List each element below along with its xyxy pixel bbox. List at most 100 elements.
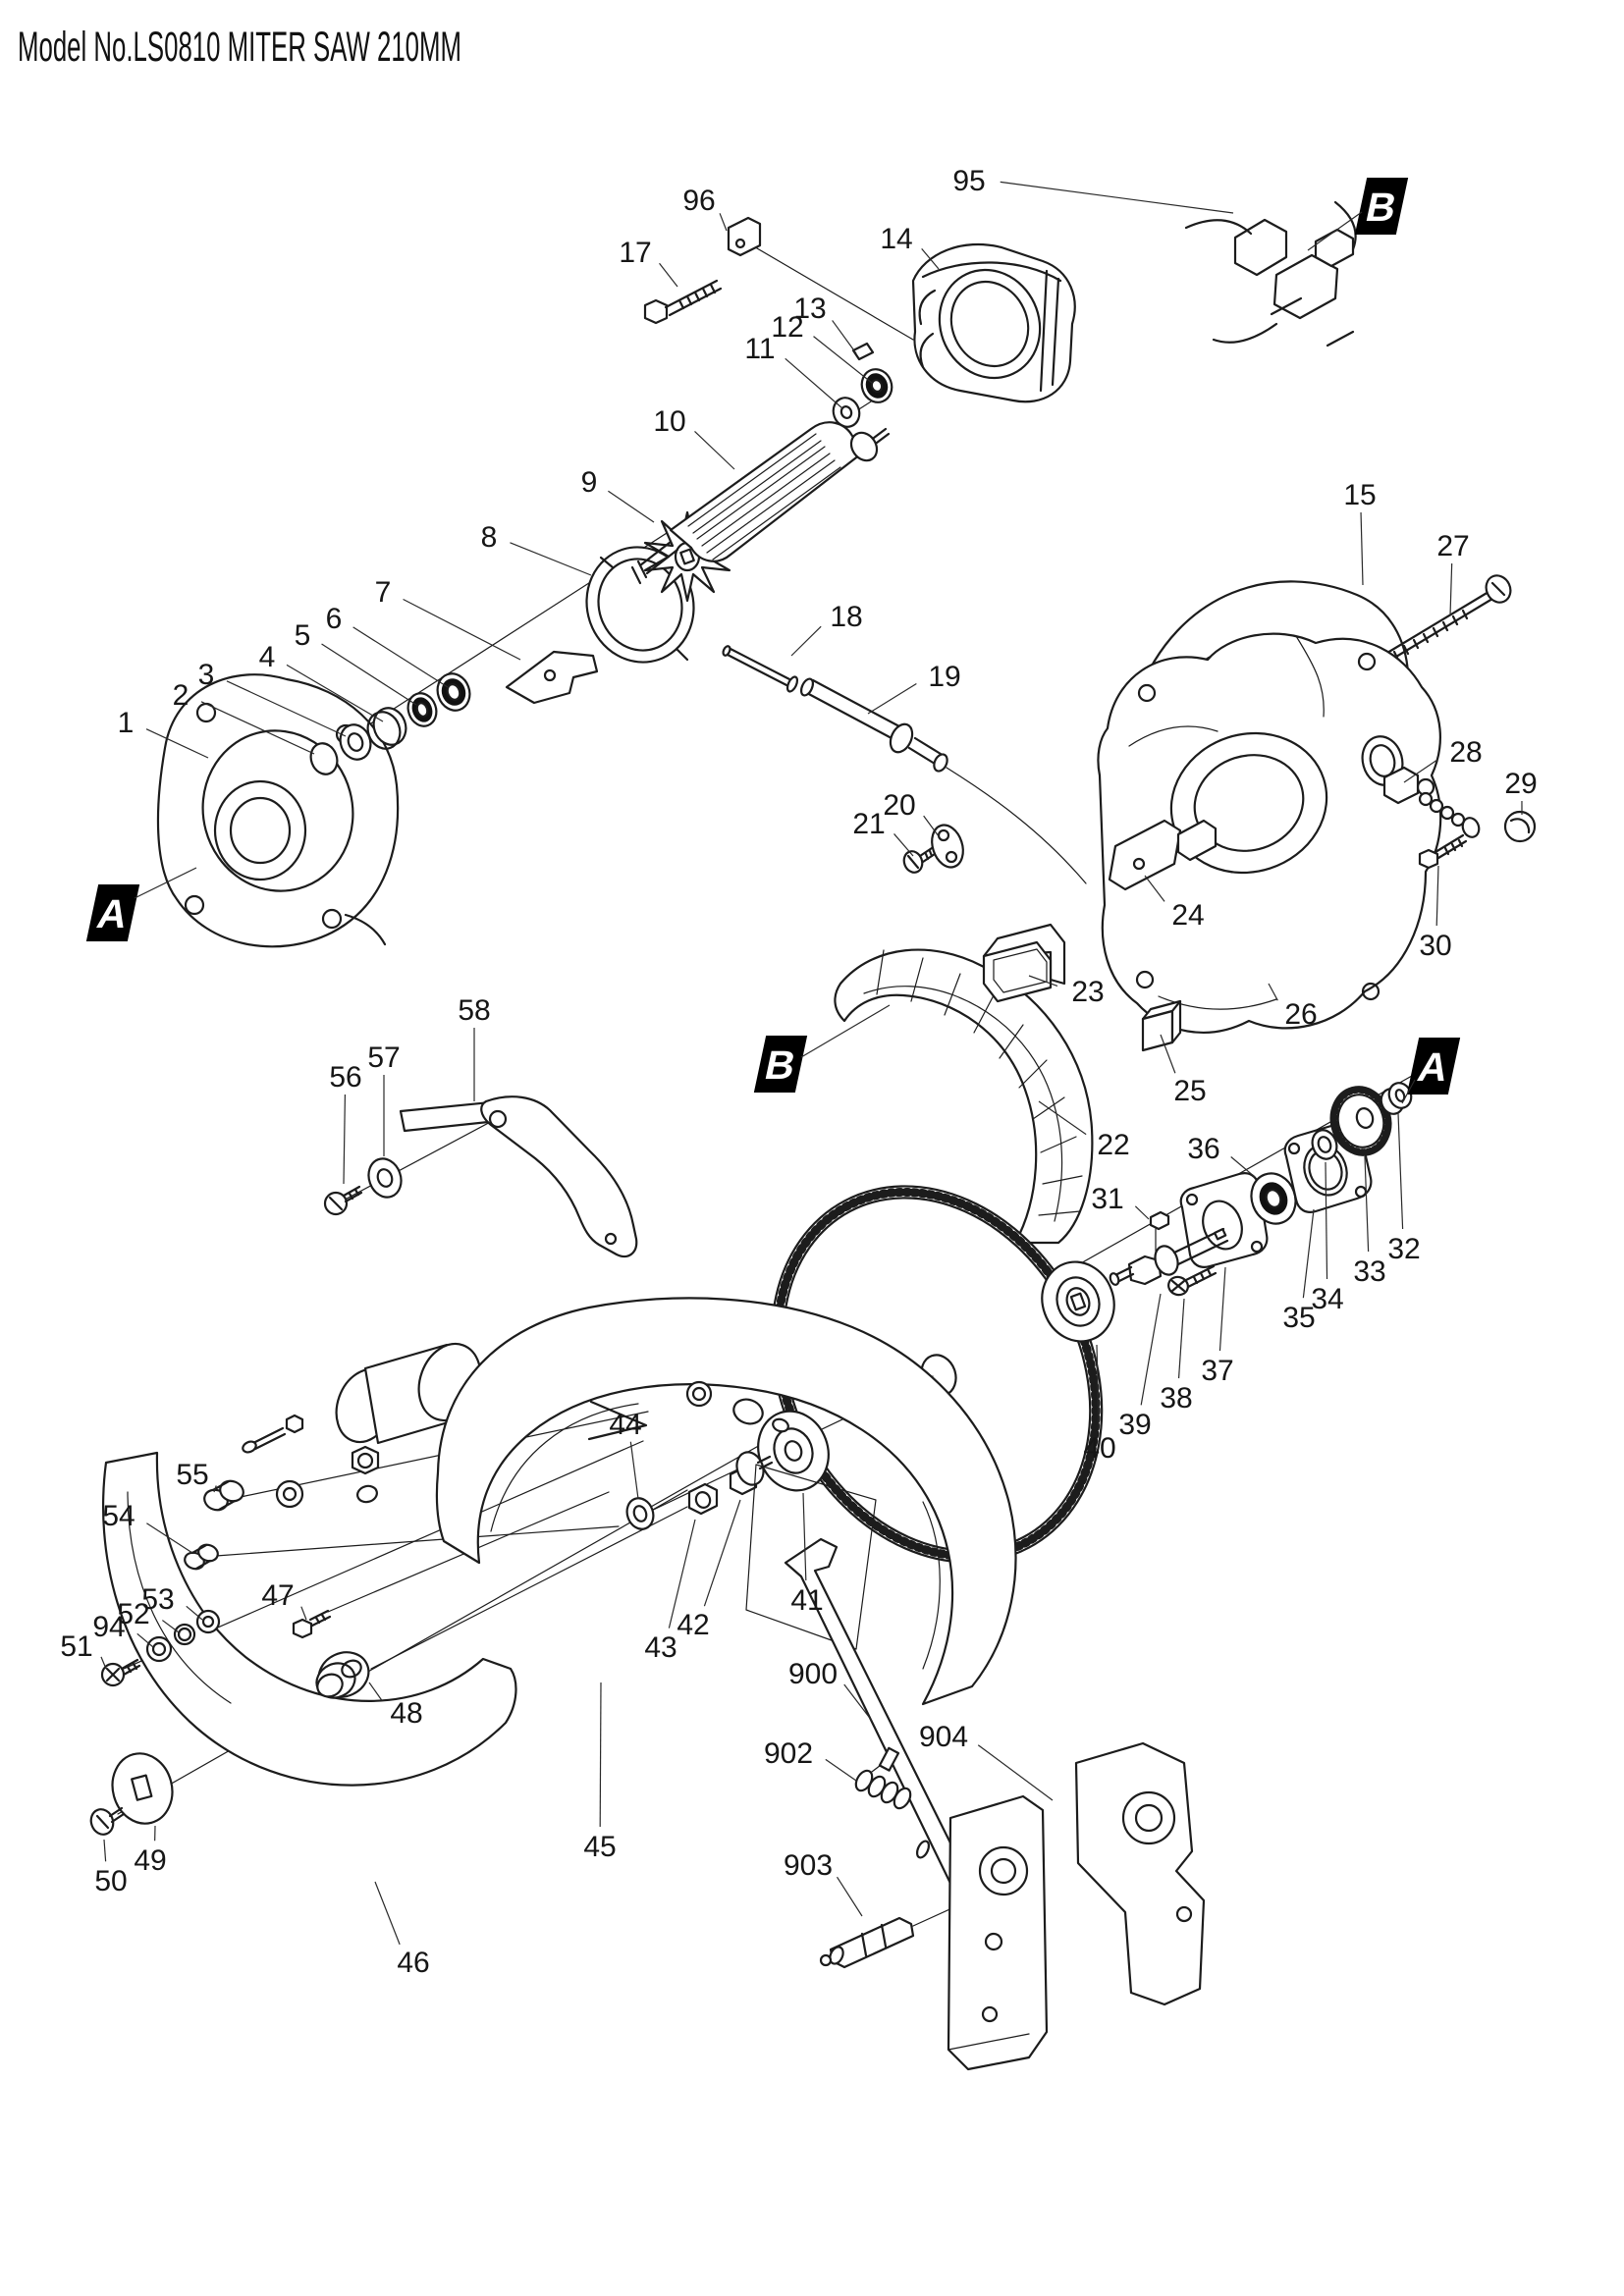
leader-line-45 xyxy=(599,1682,602,1828)
part-38-drawing xyxy=(1167,1264,1218,1297)
part-label-1: 1 xyxy=(118,707,135,739)
leader-line-53 xyxy=(186,1605,203,1621)
leader-line-54 xyxy=(146,1522,193,1554)
part-27-drawing xyxy=(1380,574,1512,665)
part-26-drawing xyxy=(1097,632,1442,1034)
part-label-43: 43 xyxy=(644,1631,677,1664)
leader-line-5 xyxy=(321,643,417,706)
part-902-drawing xyxy=(854,1769,912,1810)
part-19-drawing xyxy=(799,677,1087,884)
leader-line-1 xyxy=(145,728,209,759)
part-label-8: 8 xyxy=(481,521,498,554)
part-label-904: 904 xyxy=(919,1721,968,1753)
part-label-902: 902 xyxy=(764,1737,813,1770)
leader-line-55 xyxy=(213,1485,217,1493)
part-903-drawing xyxy=(819,1916,915,1969)
part-label-46: 46 xyxy=(397,1947,429,1979)
part-label-40: 40 xyxy=(1083,1432,1115,1465)
leader-line-95 xyxy=(1000,181,1234,214)
part-label-11: 11 xyxy=(744,333,775,365)
part-18-drawing xyxy=(722,645,799,693)
leader-line-96 xyxy=(719,213,728,232)
part-label-55: 55 xyxy=(176,1459,208,1491)
part-42-drawing xyxy=(729,1451,774,1496)
part-label-94: 94 xyxy=(92,1611,125,1643)
leader-line-12 xyxy=(813,336,873,384)
leader-line-24 xyxy=(1144,875,1165,902)
part-37-drawing xyxy=(1179,1172,1269,1268)
part-label-15: 15 xyxy=(1343,479,1376,511)
part-label-27: 27 xyxy=(1436,530,1469,562)
part-label-19: 19 xyxy=(928,661,960,693)
part-31-drawing xyxy=(1149,1210,1170,1261)
leader-line-44 xyxy=(629,1441,639,1500)
leader-line-17 xyxy=(659,262,678,288)
part-label-24: 24 xyxy=(1171,899,1204,932)
part-30-drawing xyxy=(1418,833,1468,870)
leader-line-23 xyxy=(1028,975,1058,987)
part-32-drawing xyxy=(1380,1082,1413,1115)
leader-line-30 xyxy=(1435,865,1439,927)
part-label-23: 23 xyxy=(1071,976,1104,1008)
leader-line-6 xyxy=(352,626,449,688)
part-label-14: 14 xyxy=(880,223,912,255)
part-label-903: 903 xyxy=(784,1849,833,1882)
leader-line-32 xyxy=(1397,1112,1404,1230)
part-label-3: 3 xyxy=(198,659,215,691)
part-44-drawing xyxy=(625,1497,655,1530)
part-label-37: 37 xyxy=(1201,1355,1233,1387)
section-marker-A-1: A xyxy=(1406,1038,1461,1095)
leader-line-902 xyxy=(825,1758,857,1782)
part-label-36: 36 xyxy=(1187,1133,1219,1165)
part-53-drawing xyxy=(195,1609,221,1634)
leader-line-50 xyxy=(103,1839,107,1862)
part-48-drawing xyxy=(315,1651,370,1699)
part-4-drawing xyxy=(366,707,407,750)
part-label-58: 58 xyxy=(458,994,490,1027)
part-49-drawing xyxy=(111,1752,174,1825)
part-96-drawing xyxy=(727,216,762,257)
marker-leader-line xyxy=(134,867,197,899)
leader-line-56 xyxy=(343,1094,347,1185)
leader-line-900 xyxy=(843,1683,873,1722)
leader-line-52 xyxy=(161,1620,180,1633)
part-33-drawing xyxy=(1329,1086,1392,1156)
leader-line-3 xyxy=(226,680,347,737)
part-39-drawing xyxy=(1109,1227,1229,1286)
part-label-2: 2 xyxy=(173,679,189,712)
leader-line-7 xyxy=(403,598,521,661)
leader-line-14 xyxy=(921,247,940,270)
part-label-95: 95 xyxy=(952,165,985,197)
marker-box xyxy=(753,1036,808,1093)
part-5-drawing xyxy=(406,692,438,727)
part-43-drawing xyxy=(687,1482,719,1516)
leader-line-33 xyxy=(1364,1155,1370,1253)
part-6-drawing xyxy=(436,672,471,712)
leader-line-38 xyxy=(1177,1298,1185,1379)
part-label-34: 34 xyxy=(1311,1283,1343,1315)
leader-line-28 xyxy=(1403,759,1438,783)
section-marker-A-0: A xyxy=(85,884,140,941)
part-28-drawing xyxy=(1382,766,1481,838)
part-label-31: 31 xyxy=(1091,1183,1123,1215)
markers-layer: A A B B xyxy=(85,178,1461,1104)
part-14-drawing xyxy=(911,242,1076,403)
leader-line-46 xyxy=(374,1881,401,1946)
leader-line-26 xyxy=(1268,983,1278,1001)
part-label-48: 48 xyxy=(390,1697,422,1730)
part-23-drawing xyxy=(982,923,1066,1003)
section-marker-B-2: B xyxy=(753,1036,808,1093)
part-label-49: 49 xyxy=(134,1844,166,1877)
part-label-52: 52 xyxy=(117,1598,149,1630)
section-marker-B-3: B xyxy=(1354,178,1409,235)
leader-line-48 xyxy=(368,1682,383,1701)
part-11-drawing xyxy=(832,397,861,428)
part-label-51: 51 xyxy=(60,1630,92,1663)
part-55-drawing xyxy=(203,1479,244,1512)
leader-line-39 xyxy=(1140,1293,1162,1406)
leader-line-11 xyxy=(785,357,843,409)
part-47-drawing xyxy=(292,1609,332,1639)
leader-line-42 xyxy=(703,1499,741,1607)
part-52-drawing xyxy=(173,1623,196,1646)
